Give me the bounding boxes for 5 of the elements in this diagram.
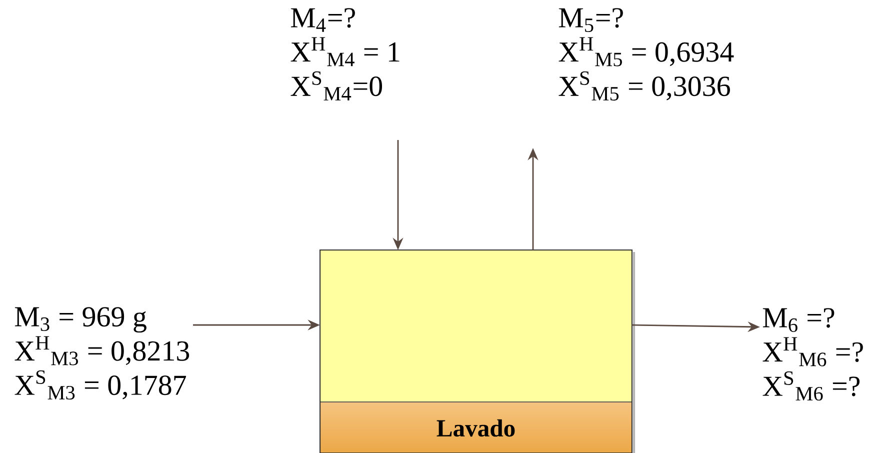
stream-label: M$_{3}$ = 969 g X$^{H}$$_{M3}$ = 0,8213 X$^{S}$$_{M3}$ = 0,1787 <box>14 307 190 400</box>
stream-label: M$_{6}$ =? X$^{H}$$_{M6}$ =? X$^{S}$$_{M6}$ =? <box>762 308 863 401</box>
process-box: Lavado <box>320 249 636 453</box>
stream-label: M$_{4}$=? X$^{H}$$_{M4}$ = 1 X$^{S}$$_{M4}$=0 <box>290 8 400 100</box>
stream-label: M$_{5}$=? X$^{H}$$_{M5}$ = 0,6934 X$^{S}$$_{M5}$ = 0,3036 <box>558 8 734 101</box>
